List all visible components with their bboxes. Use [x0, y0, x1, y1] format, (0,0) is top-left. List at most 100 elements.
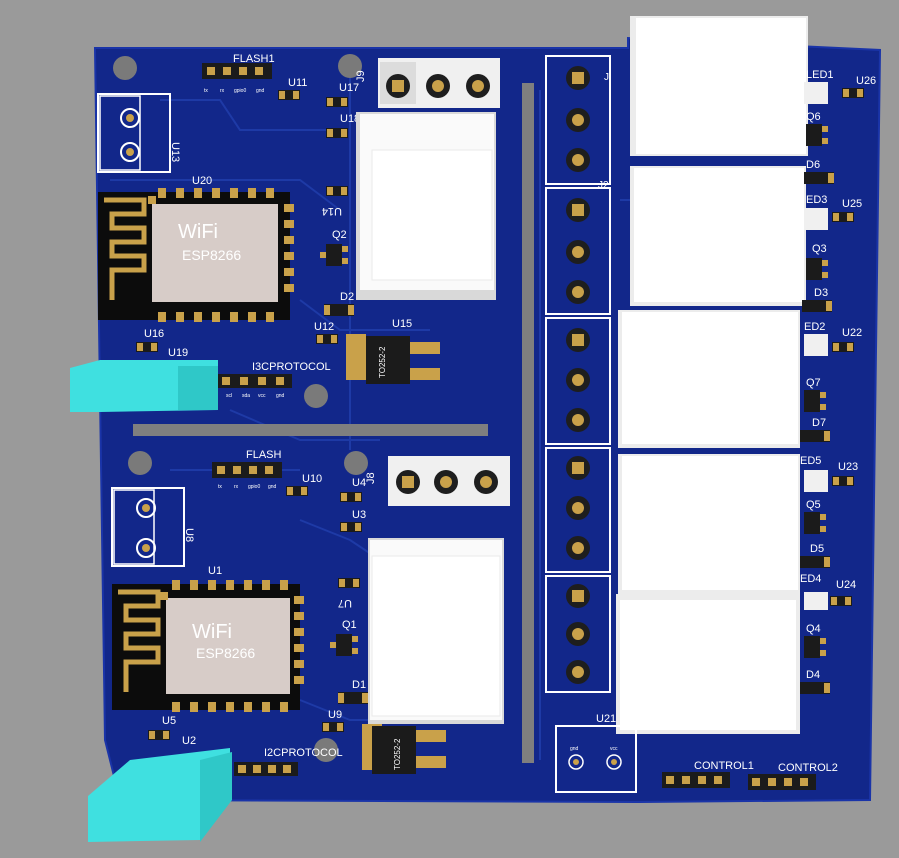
- svg-text:Q6: Q6: [806, 111, 821, 123]
- relay-bottom: [368, 538, 504, 724]
- u8-terminal: U8: [111, 487, 195, 567]
- relay-top: [356, 112, 496, 300]
- j9-terminal: J9: [355, 58, 500, 108]
- svg-text:U20: U20: [192, 175, 212, 187]
- svg-text:LED1: LED1: [806, 69, 834, 81]
- svg-text:vcc: vcc: [610, 746, 618, 752]
- svg-text:TO252-2: TO252-2: [393, 738, 402, 770]
- svg-text:D1: D1: [352, 679, 366, 691]
- svg-text:U24: U24: [836, 579, 856, 591]
- svg-text:U16: U16: [144, 328, 164, 340]
- svg-text:D3: D3: [814, 287, 828, 299]
- terminal-column: J J2: [545, 55, 611, 693]
- svg-text:gnd: gnd: [570, 746, 579, 752]
- u21-connector: U21 gnd vcc: [555, 713, 637, 793]
- svg-text:TO252-2: TO252-2: [378, 346, 387, 378]
- svg-text:U21: U21: [596, 713, 616, 725]
- svg-text:U8: U8: [183, 528, 195, 542]
- u13-terminal: U13: [97, 93, 181, 173]
- board-slot-vertical: [522, 83, 534, 763]
- j8-terminal: J8: [365, 456, 510, 506]
- u19-sensor: U19: [70, 347, 218, 412]
- svg-text:ESP8266: ESP8266: [196, 645, 255, 661]
- i3c-protocol-header: I3CPROTOCOL scl sda vcc gnd: [218, 361, 331, 399]
- svg-text:U4: U4: [352, 477, 366, 489]
- svg-text:U3: U3: [352, 509, 366, 521]
- svg-text:U17: U17: [339, 82, 359, 94]
- board-slot-horizontal: [133, 424, 488, 436]
- svg-text:ED2: ED2: [804, 321, 825, 333]
- svg-text:U9: U9: [328, 709, 342, 721]
- svg-text:U2: U2: [182, 735, 196, 747]
- svg-text:Q2: Q2: [332, 229, 347, 241]
- flash-label: FLASH: [246, 449, 282, 461]
- label-u13: U13: [169, 142, 181, 162]
- svg-text:U18: U18: [340, 113, 360, 125]
- flash1-pin-gnd: gnd: [256, 88, 265, 94]
- to252-regulator-u15: U15 TO252-2: [346, 318, 440, 384]
- u2-sensor: U2: [88, 735, 232, 842]
- svg-text:Q7: Q7: [806, 377, 821, 389]
- svg-text:U5: U5: [162, 715, 176, 727]
- wifi-silkscreen: WiFi: [178, 221, 218, 243]
- svg-text:ED5: ED5: [800, 455, 821, 467]
- svg-text:Q4: Q4: [806, 623, 821, 635]
- esp8266-module-u1: U1 WiFi ESP8266: [112, 565, 304, 712]
- svg-text:U19: U19: [168, 347, 188, 359]
- smd-right: LED1 U26 Q6 D6 ED3 U25 Q3 D3 ED2 U22 Q7 …: [800, 69, 876, 694]
- svg-text:U25: U25: [842, 198, 862, 210]
- svg-text:U1: U1: [208, 565, 222, 577]
- control1-header: CONTROL1: [662, 760, 754, 788]
- mounting-holes: [113, 54, 368, 762]
- svg-text:J2: J2: [598, 180, 609, 191]
- control1-label: CONTROL1: [694, 760, 754, 772]
- flash-header: FLASH tx rx gpio0 gnd: [212, 449, 282, 490]
- svg-text:U15: U15: [392, 318, 412, 330]
- svg-text:U7: U7: [338, 597, 352, 609]
- svg-text:U10: U10: [302, 473, 322, 485]
- svg-text:ED4: ED4: [800, 573, 821, 585]
- svg-text:U14: U14: [322, 205, 342, 217]
- flash1-label: FLASH1: [233, 53, 275, 65]
- svg-text:scl: scl: [226, 393, 232, 399]
- svg-text:Q1: Q1: [342, 619, 357, 631]
- flash1-pin-rx: rx: [220, 88, 225, 94]
- relay-column: [616, 16, 808, 734]
- svg-text:J9: J9: [355, 70, 367, 82]
- svg-text:ED3: ED3: [806, 194, 827, 206]
- svg-text:D2: D2: [340, 291, 354, 303]
- i2c-protocol-label: I2CPROTOCOL: [264, 747, 343, 759]
- svg-text:U22: U22: [842, 327, 862, 339]
- i2c-protocol-header: I2CPROTOCOL: [234, 747, 343, 776]
- svg-text:gnd: gnd: [276, 393, 285, 399]
- svg-text:WiFi: WiFi: [192, 621, 232, 643]
- svg-text:rx: rx: [234, 484, 239, 490]
- svg-text:sda: sda: [242, 393, 250, 399]
- i3c-protocol-label: I3CPROTOCOL: [252, 361, 331, 373]
- svg-text:U26: U26: [856, 75, 876, 87]
- svg-text:vcc: vcc: [258, 393, 266, 399]
- svg-text:gpio0: gpio0: [248, 484, 260, 490]
- flash1-pin-tx: tx: [204, 88, 208, 94]
- svg-text:tx: tx: [218, 484, 222, 490]
- svg-text:Q5: Q5: [806, 499, 821, 511]
- flash1-header: FLASH1 tx rx gpio0 gnd: [202, 53, 275, 94]
- svg-text:D7: D7: [812, 417, 826, 429]
- svg-text:J: J: [604, 72, 609, 83]
- control2-label: CONTROL2: [778, 762, 838, 774]
- svg-text:Q3: Q3: [812, 243, 827, 255]
- smd-top: U11 U17 U18 U14 Q2 D2 U12 U16: [136, 77, 360, 352]
- smd-bottom: U10 U4 U3 U7 Q1 D1 U9 U5: [148, 473, 368, 740]
- svg-text:D6: D6: [806, 159, 820, 171]
- to252-regulator-bottom: TO252-2: [362, 724, 446, 774]
- esp8266-module-u20: U20 WiFi ESP8266: [98, 175, 294, 322]
- svg-text:D5: D5: [810, 543, 824, 555]
- control2-header: CONTROL2: [748, 762, 838, 790]
- svg-text:gnd: gnd: [268, 484, 277, 490]
- svg-text:U11: U11: [288, 77, 307, 89]
- svg-text:U12: U12: [314, 321, 334, 333]
- flash1-pin-gpio0: gpio0: [234, 88, 246, 94]
- svg-text:U23: U23: [838, 461, 858, 473]
